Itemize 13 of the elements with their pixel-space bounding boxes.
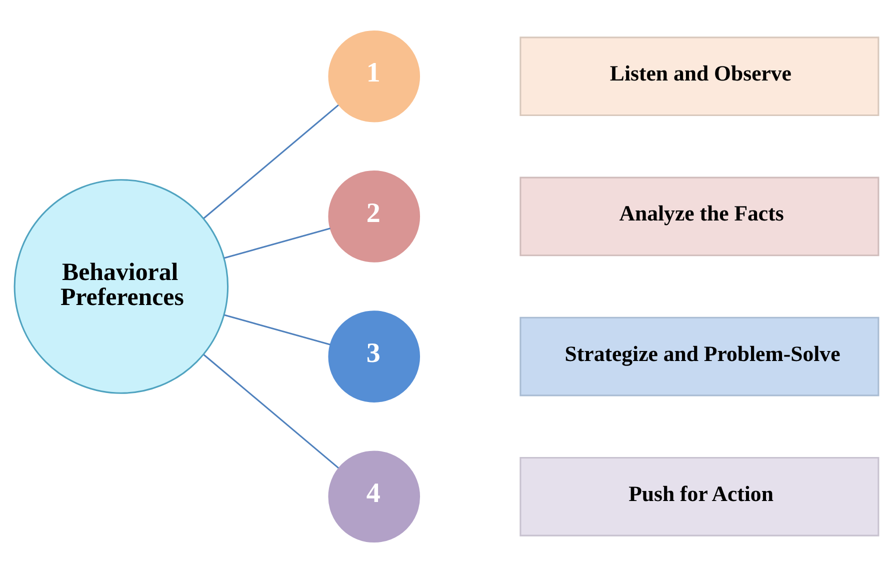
- node-box: Strategize and Problem-Solve: [520, 316, 880, 396]
- connector: [203, 354, 339, 469]
- node-box: Analyze the Facts: [520, 176, 880, 256]
- node-circle: 4: [328, 450, 420, 543]
- node-circle: 3: [328, 310, 420, 402]
- node-circle: Behavioral Preferences: [14, 179, 229, 394]
- connector: [203, 104, 339, 219]
- node-box: Push for Action: [520, 456, 880, 536]
- node-circle: 2: [328, 170, 420, 262]
- connector: [224, 228, 330, 259]
- node-box: Listen and Observe: [520, 36, 880, 116]
- node-circle: 1: [328, 30, 420, 122]
- connector: [224, 314, 330, 346]
